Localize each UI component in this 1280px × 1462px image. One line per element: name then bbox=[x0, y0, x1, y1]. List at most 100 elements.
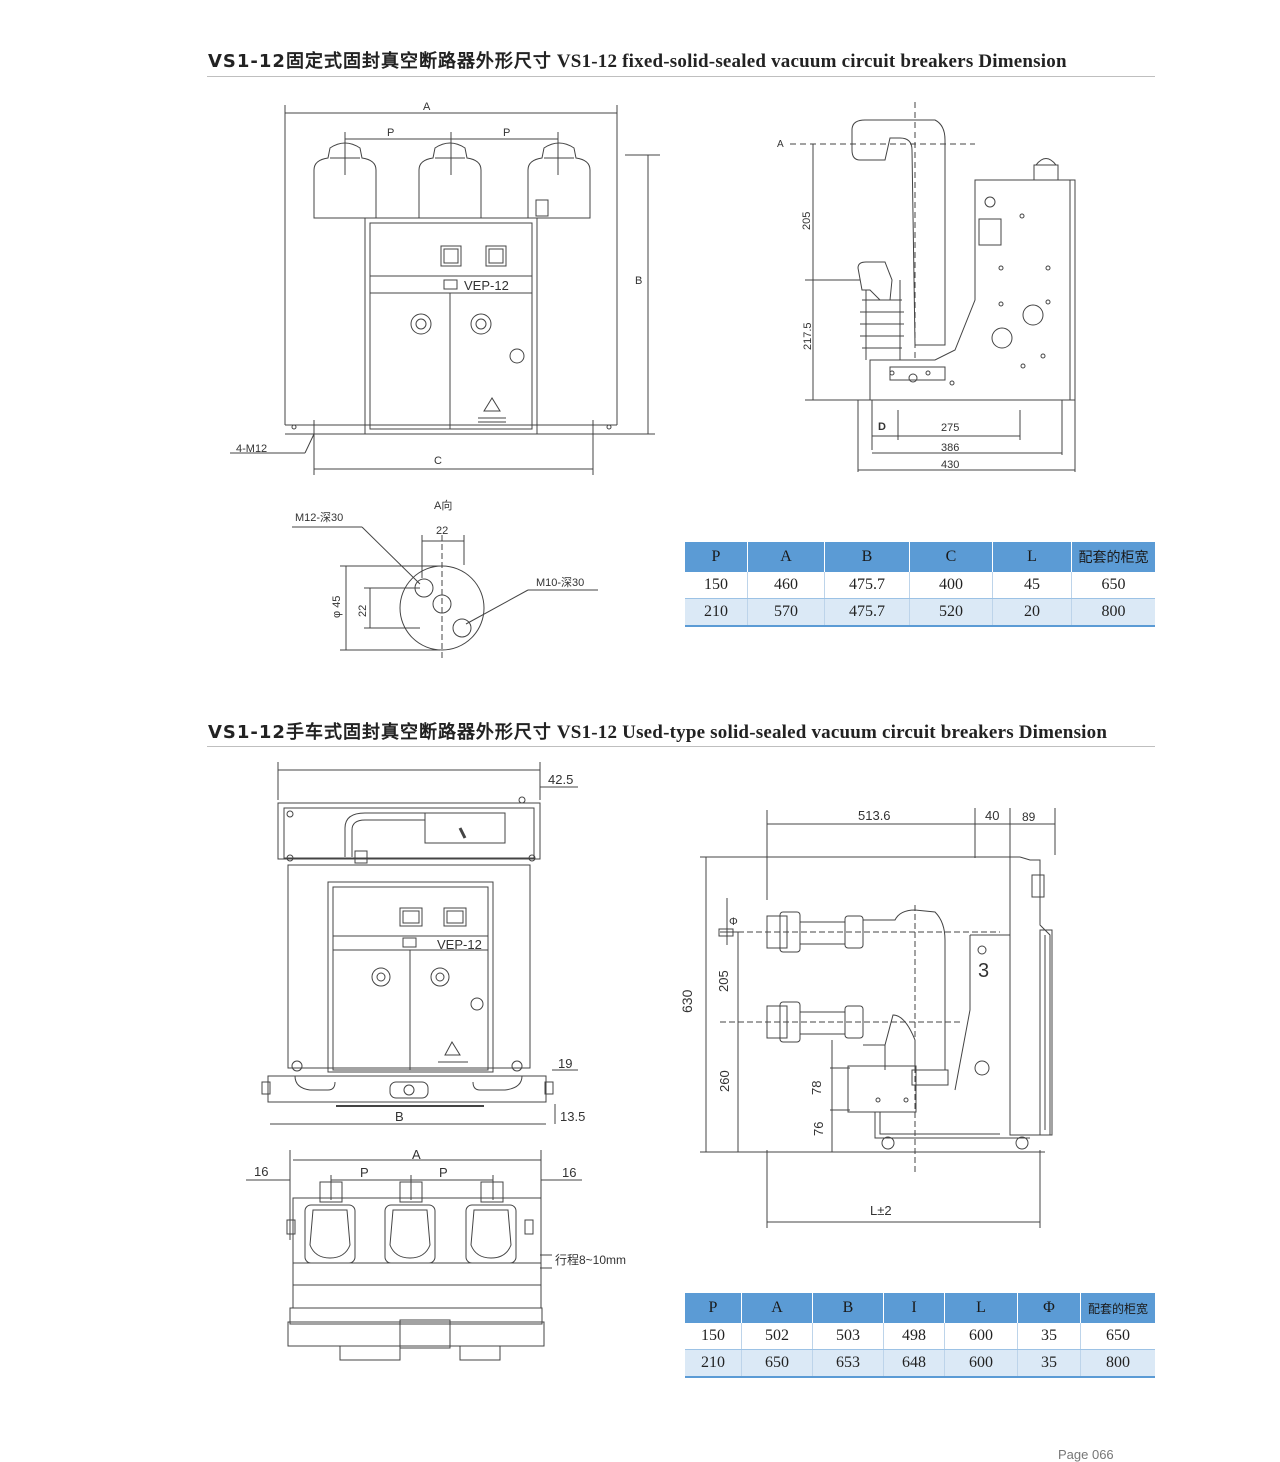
fixed-spec-table: P A B C L 配套的柜宽 150 460 475.7 400 45 650… bbox=[685, 542, 1155, 627]
table-cell: 600 bbox=[944, 1349, 1018, 1378]
truck-side-260-label: 260 bbox=[717, 1070, 732, 1092]
fixed-col-width: 配套的柜宽 bbox=[1071, 542, 1155, 572]
table-cell: 503 bbox=[812, 1323, 884, 1350]
table-cell: 502 bbox=[741, 1323, 813, 1350]
table-cell: 800 bbox=[1071, 598, 1155, 627]
table-cell: 150 bbox=[685, 1323, 742, 1350]
truck-side-l-label: L±2 bbox=[870, 1203, 892, 1218]
truck-side-5136-label: 513.6 bbox=[858, 808, 891, 823]
truck-side-40-label: 40 bbox=[985, 808, 999, 823]
fixed-view-title: A向 bbox=[434, 498, 452, 512]
truck-col-p: P bbox=[685, 1293, 742, 1323]
fixed-front-a-label: A bbox=[423, 101, 431, 113]
section2-rule bbox=[207, 746, 1155, 747]
truck-side-78-label: 78 bbox=[809, 1081, 824, 1095]
truck-top-a-label: A bbox=[412, 1147, 421, 1162]
fixed-side-d-label: D bbox=[878, 421, 886, 433]
table-cell: 520 bbox=[909, 598, 993, 627]
table-row: 150 502 503 498 600 35 650 bbox=[685, 1323, 1155, 1350]
table-cell: 475.7 bbox=[824, 598, 910, 627]
table-row: 150 460 475.7 400 45 650 bbox=[685, 572, 1155, 599]
fixed-view-22a-label: 22 bbox=[436, 525, 448, 537]
fixed-side-a-label: A bbox=[777, 139, 784, 150]
fixed-side-275-label: 275 bbox=[941, 422, 959, 434]
table-cell: 648 bbox=[883, 1349, 945, 1378]
section1-title-cn: VS1-12固定式固封真空断路器外形尺寸 bbox=[208, 51, 552, 72]
truck-side-76-label: 76 bbox=[811, 1122, 826, 1136]
table-cell: 498 bbox=[883, 1323, 945, 1350]
fixed-front-b-label: B bbox=[635, 275, 642, 287]
section1-rule bbox=[207, 76, 1155, 77]
truck-col-l: L bbox=[944, 1293, 1018, 1323]
truck-top-16b-label: 16 bbox=[562, 1165, 576, 1180]
section2-title: VS1-12手车式固封真空断路器外形尺寸 VS1-12 Used-type so… bbox=[208, 718, 1107, 744]
truck-top-p2-label: P bbox=[439, 1165, 448, 1180]
fixed-front-p1-label: P bbox=[387, 127, 394, 139]
truck-front-b-label: B bbox=[395, 1109, 404, 1124]
table-cell: 475.7 bbox=[824, 572, 910, 599]
fixed-view-m10-label: M10-深30 bbox=[536, 576, 584, 589]
fixed-col-c: C bbox=[909, 542, 993, 572]
fixed-front-c-label: C bbox=[434, 455, 442, 467]
truck-side-phi-label: Φ bbox=[729, 916, 738, 928]
table-cell: 460 bbox=[747, 572, 825, 599]
table-cell: 570 bbox=[747, 598, 825, 627]
page-number: Page 066 bbox=[1058, 1447, 1114, 1462]
table-cell: 150 bbox=[685, 572, 748, 599]
section2-title-en: VS1-12 Used-type solid-sealed vacuum cir… bbox=[556, 722, 1108, 743]
truck-front-19-label: 19 bbox=[558, 1056, 572, 1071]
truck-col-i: I bbox=[883, 1293, 945, 1323]
table-cell: 650 bbox=[741, 1349, 813, 1378]
fixed-col-l: L bbox=[992, 542, 1072, 572]
table-cell: 653 bbox=[812, 1349, 884, 1378]
table-row: 210 570 475.7 520 20 800 bbox=[685, 598, 1155, 627]
table-cell: 20 bbox=[992, 598, 1072, 627]
table-cell: 35 bbox=[1017, 1349, 1081, 1378]
section2-title-cn: VS1-12手车式固封真空断路器外形尺寸 bbox=[208, 722, 552, 743]
fixed-side-386-label: 386 bbox=[941, 442, 959, 454]
fixed-side-205-label: 205 bbox=[801, 212, 813, 230]
truck-col-width: 配套的柜宽 bbox=[1080, 1293, 1155, 1323]
truck-top-travel-label: 行程8~10mm bbox=[555, 1252, 626, 1267]
table-cell: 650 bbox=[1071, 572, 1155, 599]
table-row: 210 650 653 648 600 35 800 bbox=[685, 1349, 1155, 1378]
fixed-col-p: P bbox=[685, 542, 748, 572]
section1-title: VS1-12固定式固封真空断路器外形尺寸 VS1-12 fixed-solid-… bbox=[208, 47, 1067, 73]
table-cell: 210 bbox=[685, 598, 748, 627]
truck-side-630-label: 630 bbox=[679, 989, 695, 1013]
fixed-front-model-label: VEP-12 bbox=[464, 278, 509, 293]
fixed-view-22b-label: 22 bbox=[357, 605, 369, 617]
fixed-front-p2-label: P bbox=[503, 127, 510, 139]
table-cell: 400 bbox=[909, 572, 993, 599]
fixed-front-bolt-label: 4-M12 bbox=[236, 443, 267, 455]
table-cell: 45 bbox=[992, 572, 1072, 599]
truck-col-a: A bbox=[741, 1293, 813, 1323]
table-cell: 650 bbox=[1080, 1323, 1155, 1350]
fixed-side-430-label: 430 bbox=[941, 459, 959, 471]
fixed-view-phi45-label: φ 45 bbox=[331, 596, 343, 618]
truck-front-model-label: VEP-12 bbox=[437, 937, 482, 952]
truck-top-16a-label: 16 bbox=[254, 1164, 268, 1179]
table-cell: 600 bbox=[944, 1323, 1018, 1350]
truck-col-phi: Φ bbox=[1017, 1293, 1081, 1323]
table-cell: 210 bbox=[685, 1349, 742, 1378]
truck-spec-header-row: P A B I L Φ 配套的柜宽 bbox=[685, 1293, 1155, 1323]
truck-top-p1-label: P bbox=[360, 1165, 369, 1180]
truck-front-135-label: 13.5 bbox=[560, 1109, 585, 1124]
fixed-col-b: B bbox=[824, 542, 910, 572]
truck-col-b: B bbox=[812, 1293, 884, 1323]
fixed-col-a: A bbox=[747, 542, 825, 572]
truck-front-425-label: 42.5 bbox=[548, 772, 573, 787]
fixed-side-217-label: 217.5 bbox=[802, 322, 814, 350]
truck-spec-table: P A B I L Φ 配套的柜宽 150 502 503 498 600 35… bbox=[685, 1293, 1155, 1378]
truck-side-3-label: 3 bbox=[978, 960, 989, 982]
fixed-spec-header-row: P A B C L 配套的柜宽 bbox=[685, 542, 1155, 572]
table-cell: 800 bbox=[1080, 1349, 1155, 1378]
table-cell: 35 bbox=[1017, 1323, 1081, 1350]
